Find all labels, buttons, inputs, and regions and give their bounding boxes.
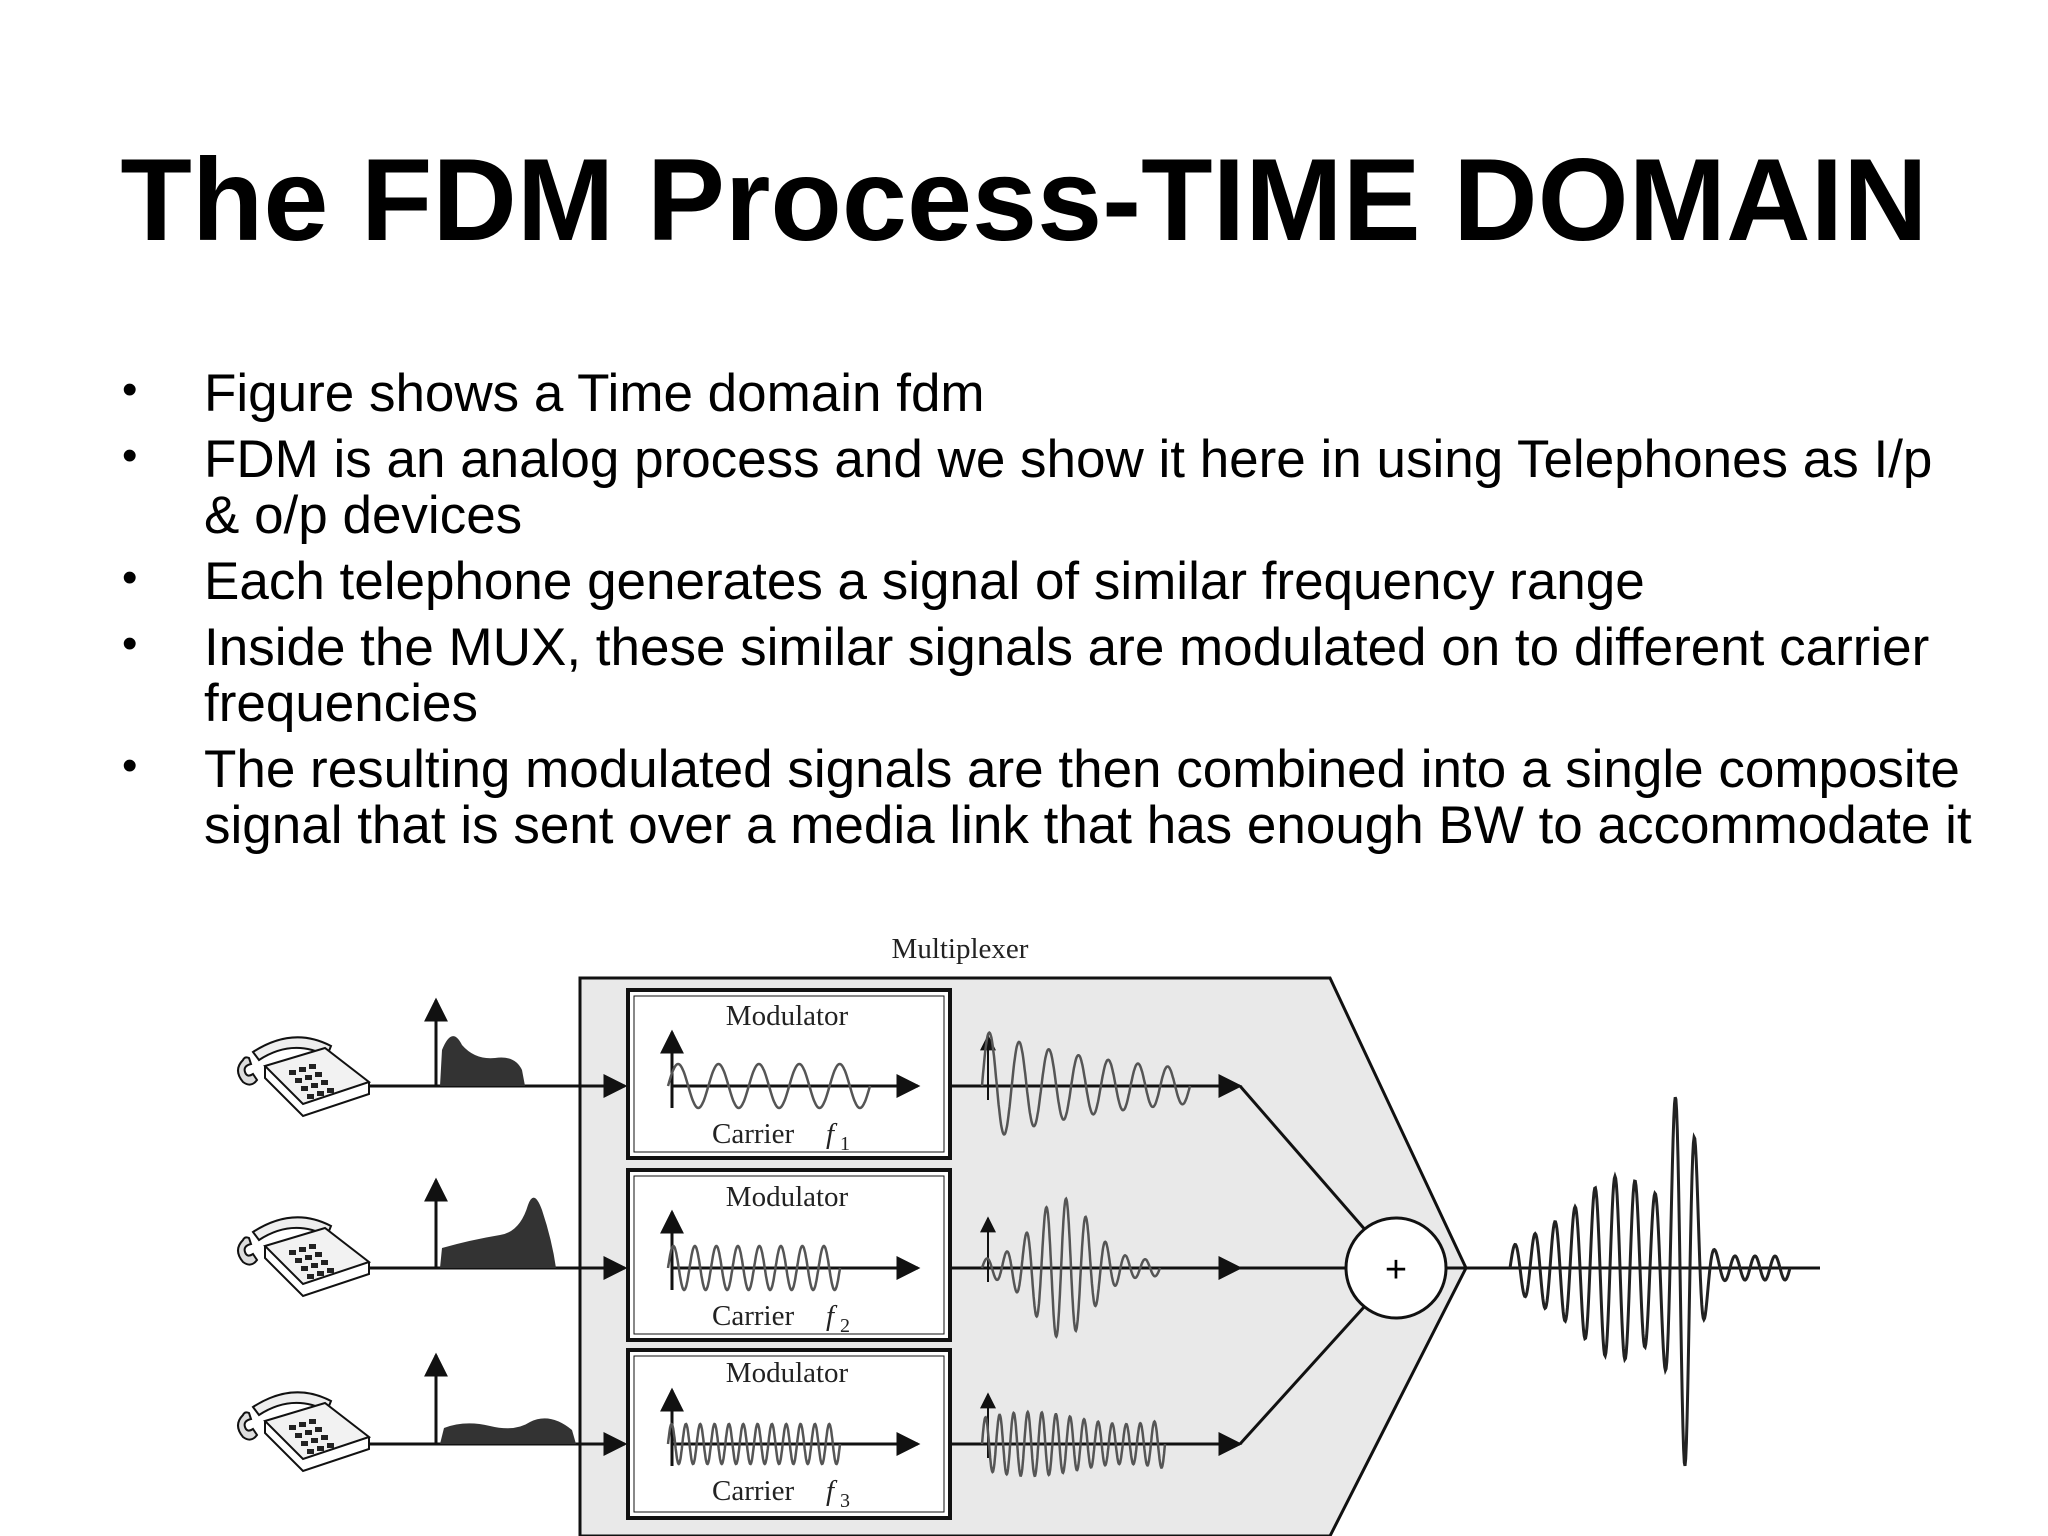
bullet-text: FDM is an analog process and we show it … (204, 430, 1933, 545)
composite-signal (1508, 1096, 1792, 1467)
bullet-item: • Figure shows a Time domain fdm (122, 366, 1982, 422)
bullet-text: Figure shows a Time domain fdm (204, 364, 985, 423)
adder-symbol: + (1385, 1249, 1407, 1291)
carrier-wave (666, 1422, 842, 1466)
bullet-item: • FDM is an analog process and we show it… (122, 432, 1982, 544)
carrier-label: Carrier (712, 1300, 794, 1332)
telephone-icon (237, 1036, 370, 1117)
bullet-item: • Each telephone generates a signal of si… (122, 554, 1982, 610)
carrier-wave (666, 1244, 842, 1292)
multiplexer-label: Multiplexer (892, 933, 1029, 965)
slide-title: The FDM Process-TIME DOMAIN (120, 134, 1928, 265)
combine-line (1238, 1085, 1376, 1241)
carrier-index: 2 (840, 1315, 850, 1337)
bullet-item: • The resulting modulated signals are the… (122, 742, 1982, 854)
bullet-item: • Inside the MUX, these similar signals a… (122, 620, 1982, 732)
carrier-label: Carrier (712, 1475, 794, 1507)
carrier-wave (666, 1062, 872, 1110)
combine-line (1238, 1294, 1376, 1446)
modulator-3: Modulator Carrier f 3 (626, 1348, 952, 1520)
carrier-label: Carrier (712, 1118, 794, 1150)
voice-spectrum (440, 1197, 556, 1268)
bullet-dot: • (122, 741, 138, 790)
modulator-label: Modulator (726, 1000, 849, 1032)
carrier-index: 1 (840, 1133, 850, 1155)
bullet-text: Each telephone generates a signal of sim… (204, 552, 1645, 611)
bullet-list: • Figure shows a Time domain fdm • FDM is … (122, 366, 1982, 864)
carrier-index: 3 (840, 1490, 850, 1512)
modulator-label: Modulator (726, 1181, 849, 1213)
bullet-text: The resulting modulated signals are then… (204, 740, 1972, 855)
bullet-dot: • (122, 431, 138, 480)
bullet-text: Inside the MUX, these similar signals ar… (204, 618, 1930, 733)
telephone-icon (237, 1391, 370, 1472)
modulator-label: Modulator (726, 1357, 849, 1389)
modulator-2: Modulator Carrier f 2 (626, 1168, 952, 1342)
telephone-icon (237, 1216, 370, 1297)
voice-spectrum (440, 1418, 576, 1444)
bullet-dot: • (122, 553, 138, 602)
bullet-dot: • (122, 619, 138, 668)
modulated-wave (980, 1030, 1192, 1136)
modulated-wave (980, 1196, 1162, 1339)
modulated-wave (980, 1409, 1167, 1478)
voice-spectrum (440, 1036, 525, 1086)
modulator-1: Modulator Carrier f 1 (626, 988, 952, 1160)
bullet-dot: • (122, 365, 138, 414)
